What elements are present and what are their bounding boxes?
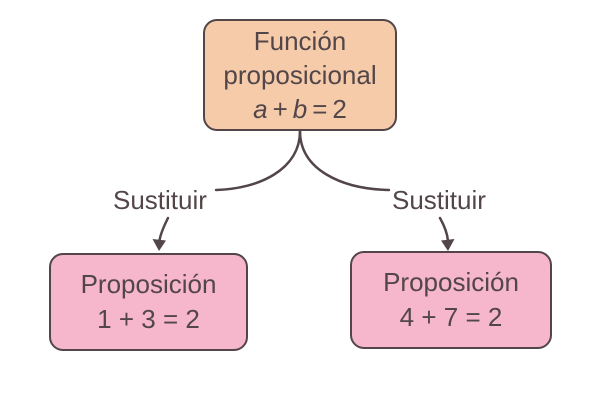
formula-var-b: b <box>292 94 308 124</box>
arrowhead-right-icon <box>441 239 455 251</box>
formula-equals: = <box>312 94 328 124</box>
node-proposicion-left: Proposición 1 + 3 = 2 <box>49 253 248 351</box>
node-proposicion-right: Proposición 4 + 7 = 2 <box>350 251 552 349</box>
arrow-curve-left <box>158 216 170 243</box>
root-title-line2: proposicional <box>223 60 377 90</box>
arrowhead-left-icon <box>152 239 166 251</box>
child-left-formula: 1 + 3 = 2 <box>97 304 200 334</box>
formula-operator: + <box>272 94 288 124</box>
arrow-curve-right <box>438 216 450 243</box>
formula-var-a: a <box>253 94 268 124</box>
child-right-title: Proposición <box>383 267 519 297</box>
branch-curve-right <box>298 129 391 192</box>
node-funcion-proposicional: Función proposicional a + b = 2 <box>203 19 397 131</box>
child-left-title: Proposición <box>80 269 217 299</box>
formula-value: 2 <box>332 94 347 124</box>
child-right-formula: 4 + 7 = 2 <box>399 302 503 332</box>
root-title-line1: Función <box>253 26 347 56</box>
edge-label-sustituir-left: Sustituir <box>113 185 207 215</box>
branch-curve-left <box>214 129 302 192</box>
root-formula: a + b = 2 <box>253 92 347 126</box>
edge-label-sustituir-right: Sustituir <box>392 185 486 215</box>
